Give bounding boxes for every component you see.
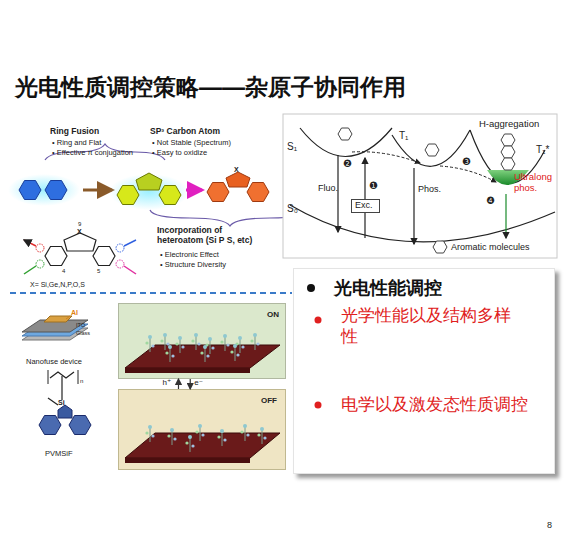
text-label: n (80, 378, 83, 385)
text-label: 5 (97, 268, 100, 275)
text-label: PVMSiF (45, 450, 73, 459)
text-label: Phos. (418, 184, 441, 194)
connector-arrow (178, 379, 179, 389)
text-label: • Not Stable (Spectrum) (152, 139, 231, 148)
text-label: Al (71, 309, 78, 317)
connector-arrow (190, 379, 191, 389)
text-label: T₁* (536, 144, 549, 156)
text-label: Fluo. (318, 183, 338, 193)
text-label: 8 (547, 520, 552, 530)
text-label: Ultralong phos. (514, 172, 554, 194)
text-label: ❶ (369, 180, 378, 192)
text-label: • Effective π conjugation (52, 149, 133, 158)
text-label: • Structure Diversity (160, 261, 226, 270)
slide-title: 光电性质调控策略——杂原子协同作用 (15, 74, 406, 100)
text-label: ITO (76, 322, 85, 328)
edge-label: h⁺ (162, 378, 171, 387)
text-label: T₁ (399, 130, 408, 142)
text-label: ❸ (462, 156, 471, 168)
text-label: 9 (78, 221, 81, 228)
node-box: OFF (118, 389, 286, 470)
node-text: 电学以及激发态性质调控 (341, 394, 546, 415)
text-label: H-aggregation (479, 119, 539, 130)
text-label: S₁ (287, 141, 297, 153)
node-text: ON (267, 310, 279, 320)
text-label: ❷ (343, 158, 352, 170)
text-label: Si (58, 399, 65, 407)
text-label: 4 (62, 268, 65, 275)
text-label: • Easy to oxidize (152, 149, 207, 158)
text-label: X= Si,Ge,N,P,O,S (30, 281, 85, 289)
text-label: Incorporation of heteroatom (Si P S, etc… (157, 226, 265, 246)
text-label: S₀ (287, 203, 298, 215)
legend-text: Aromatic molecules (451, 242, 530, 252)
text-label: Nanofuse device (26, 358, 82, 367)
text-label: ❹ (486, 195, 495, 207)
edge-label: e⁻ (194, 378, 203, 387)
node-text: Exc. (355, 200, 373, 211)
node-text: OFF (261, 396, 277, 406)
text-label: X (234, 166, 239, 174)
text-label: • Electronic Effect (160, 251, 219, 260)
text-label: SP³ Carbon Atom (150, 127, 220, 137)
node-box: 光电性能调控光学性能以及结构多样性电学以及激发态性质调控 (293, 268, 555, 474)
text-label: Glass (76, 330, 90, 336)
text-label: Ring Fusion (50, 127, 99, 137)
node-box: Exc. (351, 199, 380, 213)
node-box: ON (118, 303, 286, 379)
node-text: 光学性能以及结构多样性 (341, 305, 521, 348)
node-text: 光电性能调控 (334, 277, 534, 300)
text-label: • Ring and Flat (52, 139, 101, 148)
text-label: X (77, 228, 82, 236)
